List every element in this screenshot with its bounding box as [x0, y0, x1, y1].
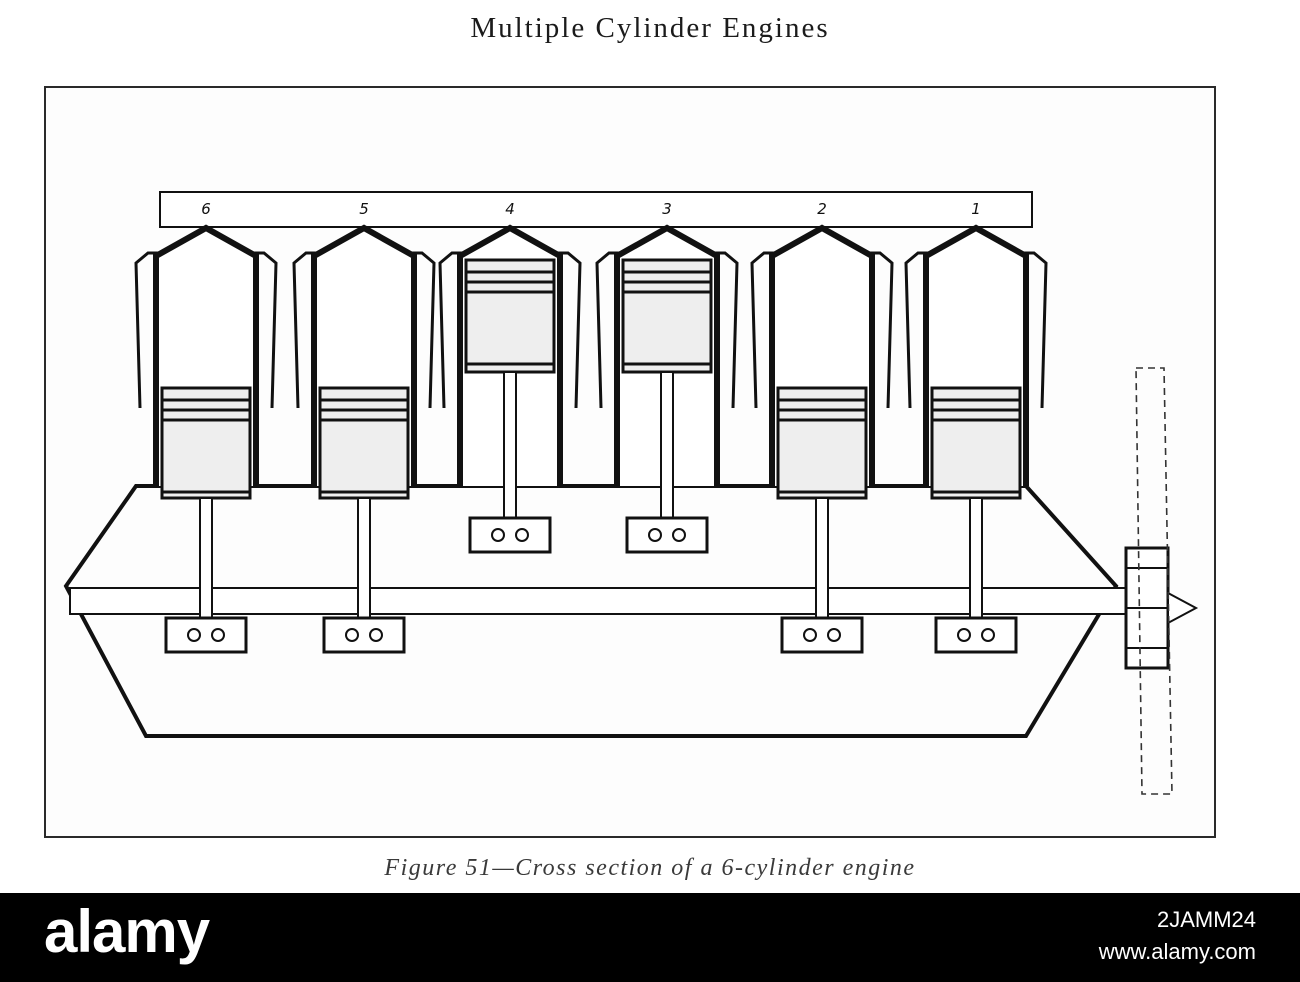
cylinder-head-plate [159, 191, 1033, 228]
cylinder-6 [134, 224, 278, 654]
piston [160, 386, 252, 500]
cylinder-label-5: 5 [359, 200, 369, 218]
connecting-rod [660, 371, 674, 529]
connecting-rod [503, 371, 517, 529]
page-title: Multiple Cylinder Engines [470, 12, 830, 44]
propeller-blade [1135, 367, 1173, 795]
cylinder-label-1: 1 [971, 200, 981, 218]
figure-caption: Figure 51—Cross section of a 6-cylinder … [384, 855, 916, 881]
crank-throw [468, 516, 552, 554]
cylinder-label-6: 6 [201, 200, 211, 218]
cylinder-label-2: 2 [817, 200, 827, 218]
crankshaft [69, 587, 1161, 615]
crank-throw [934, 616, 1018, 654]
cylinder-1 [904, 224, 1048, 654]
cylinder-5 [292, 224, 436, 654]
piston [776, 386, 868, 500]
propeller-hub [1124, 546, 1199, 670]
piston [318, 386, 410, 500]
crank-throw [164, 616, 248, 654]
crank-throw [322, 616, 406, 654]
connecting-rod [199, 497, 213, 629]
cylinder-label-3: 3 [662, 200, 672, 218]
engine-cross-section-diagram: 6 5 4 3 2 1 [63, 191, 1199, 795]
connecting-rod [357, 497, 371, 629]
connecting-rod [815, 497, 829, 629]
piston [464, 258, 556, 374]
cylinder-label-4: 4 [505, 200, 515, 218]
figure-frame: 6 5 4 3 2 1 [44, 86, 1216, 838]
crank-throw [780, 616, 864, 654]
piston [930, 386, 1022, 500]
watermark-image-id: 2JAMM24 [1156, 907, 1256, 932]
crank-throw [625, 516, 709, 554]
cylinder-4 [438, 224, 582, 554]
piston [621, 258, 713, 374]
cylinder-2 [750, 224, 894, 654]
watermark-logo: alamy [44, 898, 210, 965]
connecting-rod [969, 497, 983, 629]
watermark-bar: alamy 2JAMM24 www.alamy.com [0, 893, 1300, 982]
cylinder-3 [595, 224, 739, 554]
watermark-url: www.alamy.com [1098, 939, 1256, 964]
